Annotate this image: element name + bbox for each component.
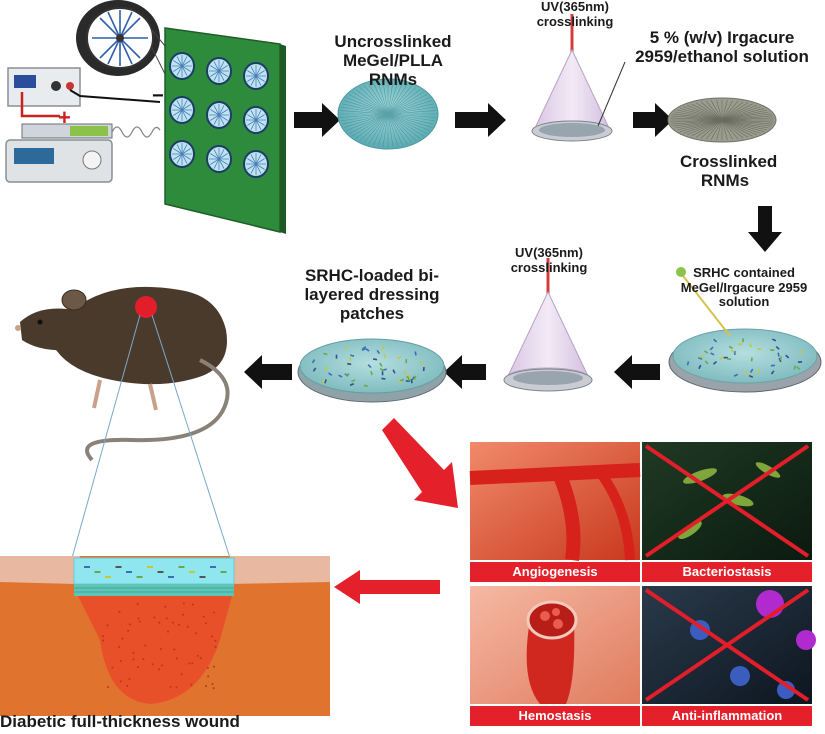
collector-ring [206,145,232,173]
anti-inflammation-caption: Anti-inflammation [642,706,812,726]
patches-label: SRHC-loaded bi-layered dressing patches [304,266,440,324]
srhc-solution-dish [668,267,822,393]
high-voltage-power-supply [7,67,81,107]
process-arrows [244,103,782,389]
hemostasis-panel [470,586,640,704]
bilayered-patch [297,338,447,403]
arrow-7 [244,355,292,389]
arrow-2 [455,103,506,137]
collector-board [164,27,286,234]
diabetic-mouse [15,286,231,559]
electrospinning-jet [111,126,161,138]
collector-ring-grid [169,52,269,178]
uv-crosslinking-label-top: UV(365nm) crosslinking [536,0,614,29]
crosslinked-membrane [667,97,777,143]
collector-ring [169,96,195,124]
ground-wire [69,89,161,103]
red-arrow-diagonal [382,418,458,508]
collector-ring [206,101,232,129]
red-arrow-left [334,570,440,604]
plus-sign: + [58,105,71,130]
uncrosslinked-uv-cone [531,14,626,142]
uncrosslinked-membrane [337,78,439,150]
arrow-5 [614,355,660,389]
effects-panels [468,440,816,730]
collector-ring [243,106,269,134]
uncrosslinked-label: Uncrosslinked MeGel/PLLA RNMs [334,32,452,90]
syringe-pump [5,123,113,183]
electrospinning-setup: + − [5,0,286,234]
collector-ring [243,150,269,178]
srhc-solution-label: SRHC contained MeGel/Irgacure 2959 solut… [680,265,808,310]
arrow-1 [294,103,340,137]
wound-cross-section [0,556,330,716]
bacteriostasis-caption: Bacteriostasis [642,562,812,582]
bacteriostasis-panel [642,442,812,560]
crosslinked-label: Crosslinked RNMs [680,152,778,191]
second-uv-cone [503,258,593,392]
collector-ring [206,57,232,85]
minus-sign: − [152,85,164,107]
arrow-6 [444,355,486,389]
hemostasis-caption: Hemostasis [470,706,640,726]
red-arrows [334,418,458,604]
wound-label: Diabetic full-thickness wound [0,712,240,731]
collector-ring [243,62,269,90]
angiogenesis-caption: Angiogenesis [470,562,640,582]
collector-ring [169,140,195,168]
positive-wire [20,92,60,118]
arrow-3 [633,103,673,137]
angiogenesis-panel [469,442,641,562]
anti-inflammation-panel [642,586,816,704]
arrow-4 [748,206,782,252]
irgacure-solution-label: 5 % (w/v) Irgacure 2959/ethanol solution [635,28,809,67]
uv-crosslinking-label-mid: UV(365nm) crosslinking [510,245,588,275]
collector-ring [169,52,195,80]
